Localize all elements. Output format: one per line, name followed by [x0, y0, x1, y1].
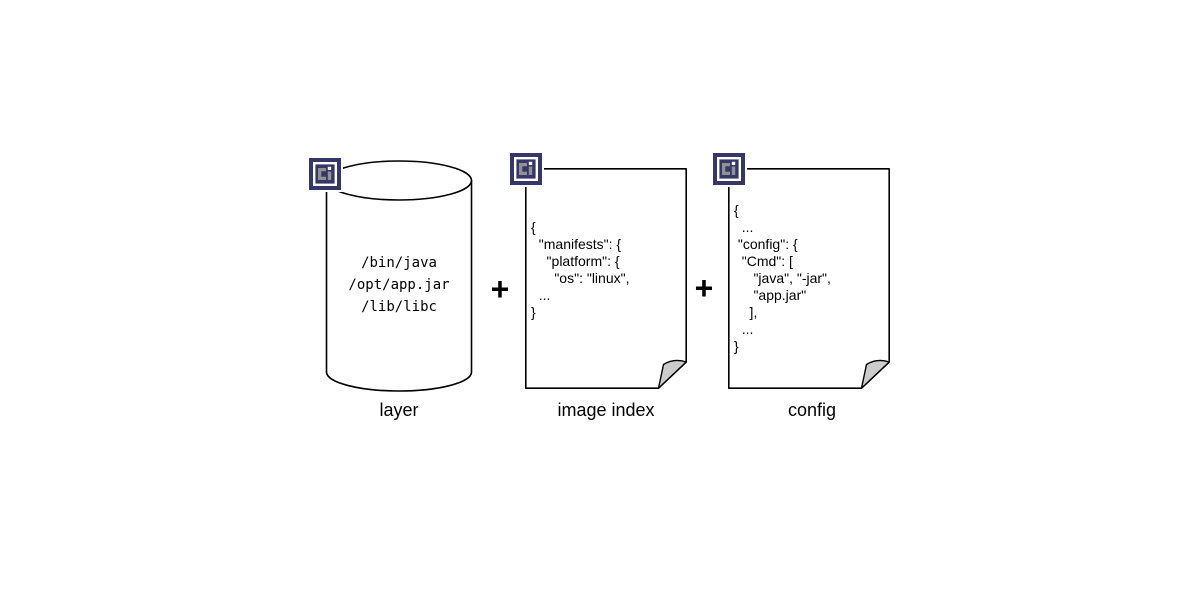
layer-label: layer: [379, 400, 419, 420]
layer-cylinder: [325, 160, 473, 392]
oci-logo-icon: [307, 156, 343, 192]
oci-logo-icon: [508, 151, 544, 187]
plus-operator: +: [694, 270, 714, 306]
config-document: [728, 168, 890, 389]
plus-operator: +: [490, 271, 510, 307]
image-index-document: [525, 168, 687, 389]
oci-logo-icon: [711, 151, 747, 187]
config-label: config: [787, 400, 837, 420]
image-index-json: { "manifests": { "platform": { "os": "li…: [531, 219, 630, 320]
config-json: { ... "config": { "Cmd": [ "java", "-jar…: [734, 202, 831, 354]
layer-content: /bin/java /opt/app.jar /lib/libc: [348, 255, 450, 315]
image-index-label: image index: [557, 400, 655, 420]
